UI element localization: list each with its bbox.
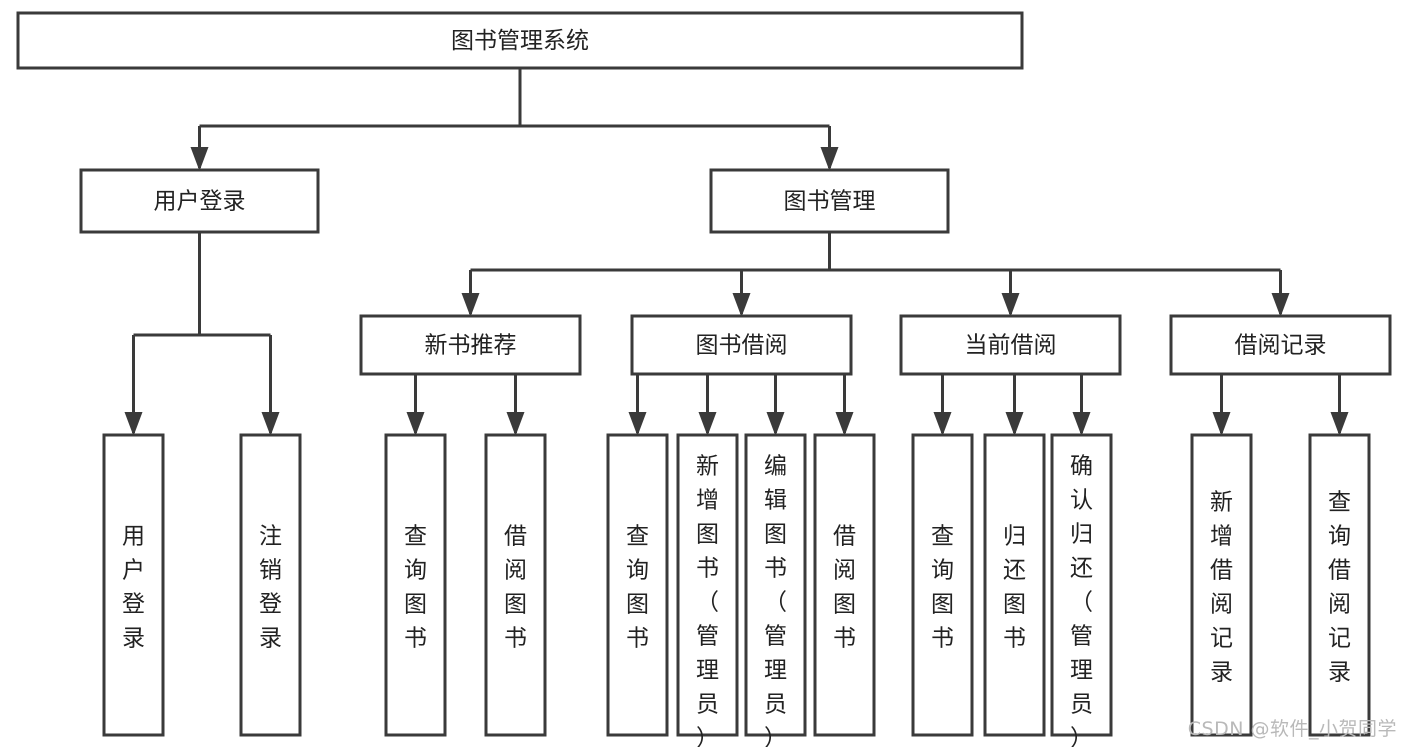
node-label: 查询图书 xyxy=(931,524,954,652)
node-leaf-borrow-book-1[interactable]: 借阅图书 xyxy=(484,433,547,737)
node-label: 查询借阅记录 xyxy=(1328,490,1351,686)
node-label: 图书借阅 xyxy=(696,333,788,359)
node-label: 借阅图书 xyxy=(504,524,527,652)
node-leaf-add-book-admin[interactable]: 新增图书（管理员） xyxy=(676,433,739,747)
arrow-head-icon xyxy=(261,412,280,436)
node-label: 用户登录 xyxy=(122,524,145,652)
node-book-borrow[interactable]: 图书借阅 xyxy=(630,314,853,376)
node-box xyxy=(899,314,1122,376)
node-box xyxy=(484,433,547,737)
arrow-head-icon xyxy=(628,412,647,436)
node-label: 确认归还（管理员） xyxy=(1070,453,1093,747)
node-label: 新书推荐 xyxy=(425,333,517,359)
arrow-head-icon xyxy=(461,293,480,317)
node-box xyxy=(630,314,853,376)
node-box xyxy=(1050,433,1113,737)
node-label: 编辑图书（管理员） xyxy=(764,453,787,747)
node-box xyxy=(911,433,974,737)
arrow-head-icon xyxy=(1005,412,1024,436)
arrow-head-icon xyxy=(766,412,785,436)
node-box xyxy=(709,168,950,234)
node-leaf-query-book-1[interactable]: 查询图书 xyxy=(384,433,447,737)
node-box xyxy=(16,11,1024,70)
node-box xyxy=(1190,433,1253,737)
arrow-head-icon xyxy=(406,412,425,436)
node-box xyxy=(1169,314,1392,376)
arrow-head-icon xyxy=(835,412,854,436)
node-leaf-edit-book-admin[interactable]: 编辑图书（管理员） xyxy=(744,433,807,747)
node-borrow-record[interactable]: 借阅记录 xyxy=(1169,314,1392,376)
node-label: 新增借阅记录 xyxy=(1210,490,1233,686)
node-label: 注销登录 xyxy=(259,524,282,652)
node-label: 查询图书 xyxy=(626,524,649,652)
node-box xyxy=(744,433,807,737)
node-leaf-query-book-2[interactable]: 查询图书 xyxy=(606,433,669,737)
csdn-watermark: CSDN @软件_小贺同学 xyxy=(1187,718,1397,740)
node-leaf-borrow-book-2[interactable]: 借阅图书 xyxy=(813,433,876,737)
node-label: 借阅图书 xyxy=(833,524,856,652)
node-label: 用户登录 xyxy=(154,189,246,215)
node-box xyxy=(384,433,447,737)
arrow-head-icon xyxy=(1271,293,1290,317)
arrow-head-icon xyxy=(698,412,717,436)
node-leaf-query-book-3[interactable]: 查询图书 xyxy=(911,433,974,737)
node-label: 新增图书（管理员） xyxy=(696,453,719,747)
node-box xyxy=(676,433,739,737)
node-book-manage[interactable]: 图书管理 xyxy=(709,168,950,234)
node-current-borrow[interactable]: 当前借阅 xyxy=(899,314,1122,376)
connector-layer xyxy=(124,68,1349,436)
arrow-head-icon xyxy=(124,412,143,436)
arrow-head-icon xyxy=(1330,412,1349,436)
node-box xyxy=(1308,433,1371,737)
arrow-head-icon xyxy=(1001,293,1020,317)
node-leaf-return-book[interactable]: 归还图书 xyxy=(983,433,1046,737)
node-leaf-confirm-return-admin[interactable]: 确认归还（管理员） xyxy=(1050,433,1113,747)
node-box xyxy=(813,433,876,737)
arrow-head-icon xyxy=(1212,412,1231,436)
node-box xyxy=(606,433,669,737)
node-layer: 图书管理系统用户登录图书管理新书推荐图书借阅当前借阅借阅记录用户登录注销登录查询… xyxy=(16,11,1392,747)
node-leaf-query-borrow-record[interactable]: 查询借阅记录 xyxy=(1308,433,1371,737)
node-box xyxy=(79,168,320,234)
node-box xyxy=(239,433,302,737)
node-box xyxy=(102,433,165,737)
arrow-head-icon xyxy=(506,412,525,436)
node-label: 图书管理 xyxy=(784,189,876,215)
node-leaf-user-logout[interactable]: 注销登录 xyxy=(239,433,302,737)
node-label: 借阅记录 xyxy=(1235,333,1327,359)
arrow-head-icon xyxy=(1072,412,1091,436)
node-new-book-recommend[interactable]: 新书推荐 xyxy=(359,314,582,376)
node-label: 归还图书 xyxy=(1003,524,1026,652)
node-root[interactable]: 图书管理系统 xyxy=(16,11,1024,70)
node-user-login[interactable]: 用户登录 xyxy=(79,168,320,234)
arrow-head-icon xyxy=(933,412,952,436)
node-label: 图书管理系统 xyxy=(451,28,589,54)
arrow-head-icon xyxy=(820,147,839,171)
node-leaf-add-borrow-record[interactable]: 新增借阅记录 xyxy=(1190,433,1253,737)
arrow-head-icon xyxy=(190,147,209,171)
node-label: 当前借阅 xyxy=(965,333,1057,359)
arrow-head-icon xyxy=(732,293,751,317)
node-box xyxy=(359,314,582,376)
node-leaf-user-login[interactable]: 用户登录 xyxy=(102,433,165,737)
node-label: 查询图书 xyxy=(404,524,427,652)
node-box xyxy=(983,433,1046,737)
